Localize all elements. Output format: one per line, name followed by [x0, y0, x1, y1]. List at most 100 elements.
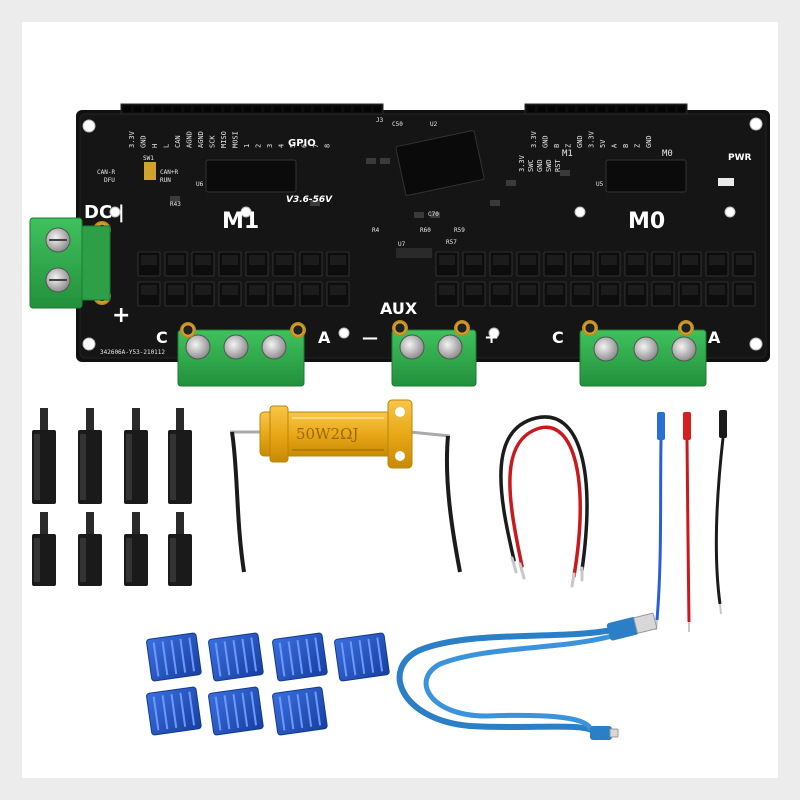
header-pin-label: GND	[576, 135, 584, 148]
header-pin	[134, 106, 141, 112]
heatsink-fin	[223, 695, 231, 730]
header-pin-label: L	[163, 144, 171, 148]
standoff-thread	[86, 408, 94, 430]
dc-minus-label: |	[118, 202, 125, 223]
mosfet-tab	[682, 285, 698, 295]
smd-components	[144, 158, 734, 258]
header-pin	[528, 106, 535, 112]
header-pin	[124, 106, 131, 112]
mounting-hole	[82, 337, 96, 351]
header-pin	[144, 106, 151, 112]
dc-terminal-block	[29, 217, 111, 309]
usb-plug-housing	[590, 726, 612, 740]
wire-tip	[570, 572, 576, 588]
micro-usb-connector-icon	[609, 728, 619, 738]
heatsink-fin	[232, 640, 240, 674]
mounting-hole	[240, 206, 252, 218]
header-housing	[120, 103, 384, 115]
heatsink-fin	[314, 691, 322, 726]
mosfet-tab	[249, 255, 265, 265]
mosfet-tab	[493, 285, 509, 295]
version-label: V3.6-56V	[286, 195, 333, 205]
mosfet-tab	[574, 255, 590, 265]
heatsink	[146, 632, 202, 682]
heatsink-fin	[214, 696, 222, 731]
standoff-thread	[40, 512, 48, 534]
mosfet-tab	[682, 255, 698, 265]
mosfet-tab	[655, 285, 671, 295]
heatsink-fin	[358, 640, 366, 674]
mosfet-tab	[601, 285, 617, 295]
header-pin	[344, 106, 351, 112]
m1-terminal-block	[177, 322, 306, 387]
header-pin	[214, 106, 221, 112]
sw1-label: SW1	[143, 155, 154, 162]
m1-small-label: M1	[562, 149, 573, 159]
header-pin-label: B	[622, 144, 630, 148]
dupont-jumper-wires	[655, 410, 727, 632]
smd-component	[366, 158, 376, 164]
heatsink	[272, 632, 328, 682]
heatsink-fin	[241, 638, 249, 673]
mosfet-tab	[466, 285, 482, 295]
solder-pad	[678, 320, 694, 336]
mosfet-tab	[520, 255, 536, 265]
mosfet-tab	[276, 285, 292, 295]
header-pin-label: GND	[542, 135, 550, 148]
run-label: RUN	[160, 177, 171, 184]
nylon-standoffs	[32, 408, 192, 586]
brake-resistor: 50W2ΩJ	[230, 399, 462, 573]
heatsink	[208, 686, 264, 736]
heatsink-fin	[296, 640, 304, 674]
red-wire	[685, 439, 691, 623]
header-pin	[174, 106, 181, 112]
pwr-led	[718, 178, 734, 186]
header-pin	[618, 106, 625, 112]
header-pin-label: 3.3V	[588, 130, 596, 148]
smd-component	[430, 212, 440, 218]
mosfet-tab	[141, 255, 157, 265]
mosfet-tab	[628, 255, 644, 265]
heatsink-fin	[161, 641, 169, 676]
header-pin	[548, 106, 555, 112]
aux-label: AUX	[380, 299, 418, 318]
mosfet-tab	[736, 285, 752, 295]
standoff-thread	[132, 512, 140, 534]
header-pin	[314, 106, 321, 112]
header-pin	[304, 106, 311, 112]
mounting-holes	[82, 117, 763, 351]
header-pin	[194, 106, 201, 112]
dc-plus-label: +	[112, 303, 130, 328]
heatsink-fin	[152, 642, 160, 677]
heatsink-fin	[287, 641, 295, 676]
header-pin	[164, 106, 171, 112]
header-pin	[598, 106, 605, 112]
header-pin-label: AGND	[197, 131, 205, 148]
screw-icon	[593, 336, 619, 362]
smd-component	[170, 196, 180, 202]
mosfet-array	[137, 251, 756, 307]
gate-driver-ic-m1	[205, 159, 297, 193]
heatsink-fin	[179, 638, 187, 673]
microcontroller-chip	[395, 130, 485, 196]
heatsink-fin	[170, 694, 178, 728]
header-pin	[234, 106, 241, 112]
c50-label: C50	[392, 121, 403, 128]
mosfet-tab	[276, 255, 292, 265]
heatsink-fin	[223, 641, 231, 676]
heatsink-fin	[179, 692, 187, 727]
mosfet-tab	[303, 255, 319, 265]
connector-housing	[719, 410, 727, 438]
header-pin	[264, 106, 271, 112]
header-pin-label: 7	[312, 144, 320, 148]
heatsink	[208, 632, 264, 682]
usb-a-connector-icon	[633, 612, 658, 634]
header-pin	[274, 106, 281, 112]
standoff-highlight	[80, 538, 86, 582]
pwr-label: PWR	[728, 153, 752, 163]
mounting-hole	[749, 117, 763, 131]
mosfet-tab	[655, 255, 671, 265]
header-pin-label: SCK	[209, 135, 217, 148]
u6-label: U6	[196, 181, 204, 188]
